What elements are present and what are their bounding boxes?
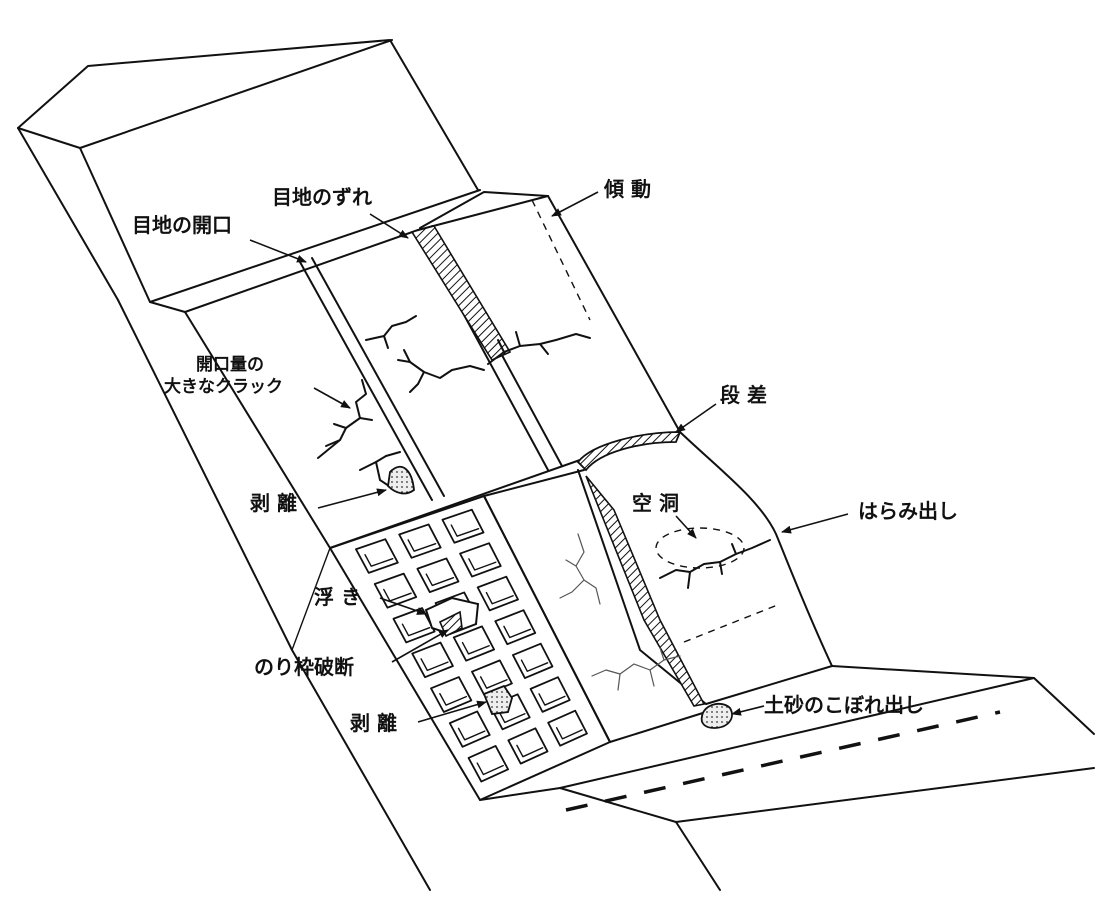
frame-cell-bevel	[461, 641, 490, 655]
label-cavity: 空 洞	[632, 491, 679, 515]
label-large-crack-line2: 大きなクラック	[164, 376, 283, 397]
soil-spill-mark	[700, 702, 733, 729]
frame-cell-bevel	[520, 659, 549, 672]
frame-cell	[452, 625, 496, 662]
frame-cell	[398, 523, 442, 559]
frame-cell-bevel	[468, 558, 497, 571]
frame-cell	[411, 641, 454, 679]
frame-cell-bevel	[364, 554, 394, 567]
label-joint-offset: 目地のずれ	[272, 185, 372, 209]
frame-cell-bevel	[516, 744, 544, 758]
labels: 傾 動 目地のずれ 目地の開口 開口量の 大きなクラック 段 差 剥 離 空 洞…	[132, 177, 958, 735]
frame-cell	[547, 709, 588, 747]
label-lifting: 浮 き	[314, 585, 361, 609]
frame-cell-bevel	[420, 658, 449, 672]
bulging-panel	[576, 431, 833, 707]
frame-cell-bevel	[425, 573, 455, 587]
frame-cell	[355, 538, 399, 574]
frame-cell-bevel	[407, 539, 437, 552]
upper-cracks	[317, 315, 591, 489]
frame-cell	[441, 508, 485, 544]
upper-block-wall	[149, 191, 681, 549]
frame-cell	[448, 710, 491, 748]
frame-cell	[459, 542, 502, 578]
label-soil-spill: 土砂のこぼれ出し	[764, 693, 924, 717]
frame-cell	[507, 727, 549, 765]
label-bulging: はらみ出し	[858, 499, 958, 523]
frame-cell	[416, 557, 460, 594]
road-and-toe	[117, 299, 1095, 891]
frame-cell-bevel	[439, 692, 468, 706]
frame-cell-bevel	[457, 727, 486, 741]
frame-cell-bevel	[479, 676, 508, 689]
frame-cell-bevel	[476, 762, 504, 776]
frame-cell	[494, 609, 537, 646]
upper-spalling-mark	[387, 466, 415, 495]
frame-cell	[467, 745, 509, 783]
label-joint-opening: 目地の開口	[132, 213, 232, 237]
frame-cells	[355, 508, 588, 783]
label-spalling-lower: 剥 離	[350, 711, 397, 735]
lower-spalling-mark	[482, 684, 513, 715]
label-frame-breakage: のり枠破断	[254, 655, 354, 679]
frame-cell-bevel	[485, 591, 514, 605]
label-large-crack-line1: 開口量の	[196, 354, 264, 375]
frame-cell	[476, 575, 519, 612]
label-spalling-upper: 剥 離	[250, 491, 297, 515]
frame-panel	[329, 495, 611, 801]
frame-cell-bevel	[401, 623, 431, 637]
frame-cell	[512, 642, 554, 679]
frame-cell	[430, 676, 473, 713]
frame-cell-bevel	[503, 625, 532, 639]
frame-cell-bevel	[450, 524, 480, 537]
label-tilt: 傾 動	[603, 177, 651, 201]
frame-cell-bevel	[538, 693, 566, 706]
frame-cell-bevel	[555, 726, 583, 740]
top-embankment	[17, 39, 481, 303]
frame-cell	[392, 607, 436, 644]
frame-cell	[529, 676, 571, 713]
frame-cell-bevel	[498, 710, 526, 724]
label-step: 段 差	[720, 383, 767, 407]
